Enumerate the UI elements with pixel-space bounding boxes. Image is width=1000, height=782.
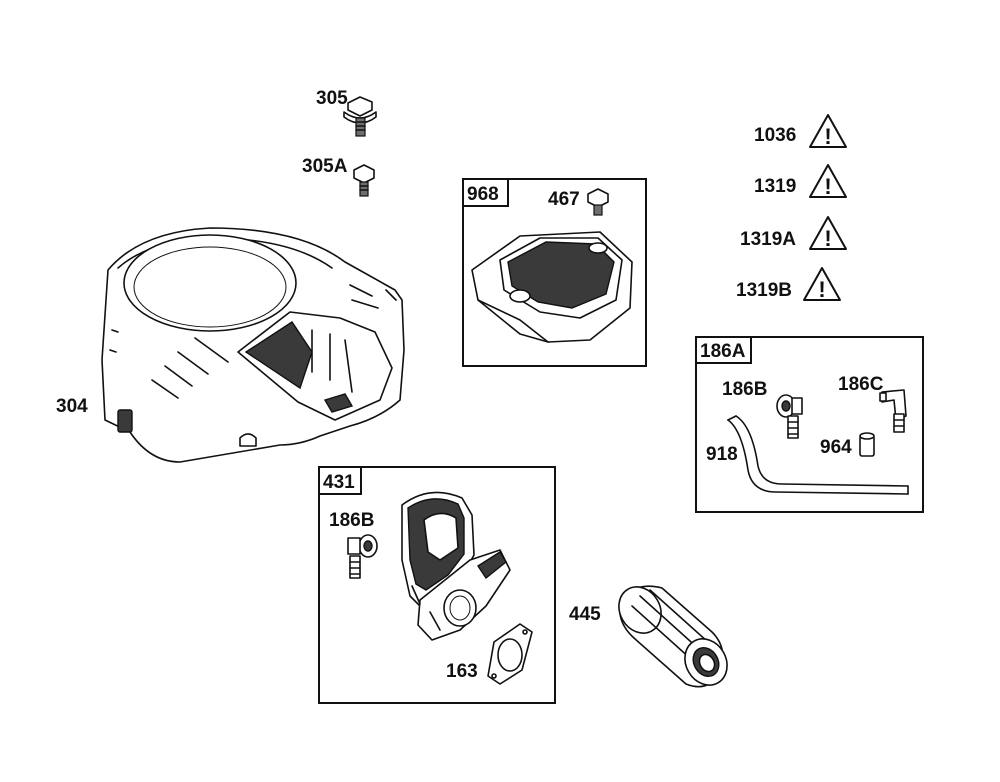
part-label-186c: 186C (838, 374, 884, 395)
warning-1036: 1036 ! (754, 114, 847, 149)
warning-mark: ! (824, 124, 831, 149)
part-label-964: 964 (820, 437, 852, 458)
part-label-186b-kit: 186B (722, 379, 767, 400)
kit-label-968: 968 (467, 184, 499, 205)
part-label-305a: 305A (302, 156, 348, 177)
cover-icon (471, 231, 633, 343)
part-label-305: 305 (316, 88, 348, 109)
warning-mark: ! (818, 277, 825, 302)
elbow-fitting-186b-icon (776, 394, 803, 439)
part-label-1319: 1319 (754, 176, 796, 197)
elbow-fitting-186b-icon (347, 534, 378, 579)
part-label-1036: 1036 (754, 125, 796, 146)
warning-1319: 1319 ! (754, 164, 847, 199)
warning-mark: ! (824, 174, 831, 199)
screw-305a-icon (353, 164, 375, 197)
warning-mark: ! (824, 226, 831, 251)
part-label-445: 445 (569, 604, 601, 625)
warning-icon: ! (809, 114, 847, 149)
ferrule-964-icon (859, 432, 875, 457)
part-label-186b: 186B (329, 510, 374, 531)
part-label-163: 163 (446, 661, 478, 682)
filter-cartridge-445-icon (618, 585, 728, 688)
air-cleaner-base-icon (401, 491, 511, 641)
gasket-163-icon (487, 623, 533, 685)
screw-467-icon (587, 188, 609, 216)
part-label-467: 467 (548, 189, 580, 210)
kit-label-186a: 186A (700, 341, 746, 362)
warning-1319a: 1319A ! (740, 216, 847, 251)
hose-918-icon (727, 415, 909, 495)
kit-box-431: 431 186B 163 (318, 466, 556, 704)
warning-icon: ! (803, 267, 841, 302)
screw-305-icon (343, 96, 377, 137)
kit-label-431: 431 (323, 472, 355, 493)
warning-1319b: 1319B ! (736, 267, 841, 302)
warning-icon: ! (809, 216, 847, 251)
part-label-304: 304 (56, 396, 88, 417)
elbow-fitting-186c-icon (879, 389, 907, 433)
kit-box-968: 968 467 (462, 178, 647, 367)
part-label-918: 918 (706, 444, 738, 465)
blower-housing-icon (101, 227, 405, 463)
warning-icon: ! (809, 164, 847, 199)
part-label-1319b: 1319B (736, 280, 792, 301)
kit-box-186a: 186A 186B 186C 918 964 (695, 336, 924, 513)
part-label-1319a: 1319A (740, 229, 796, 250)
